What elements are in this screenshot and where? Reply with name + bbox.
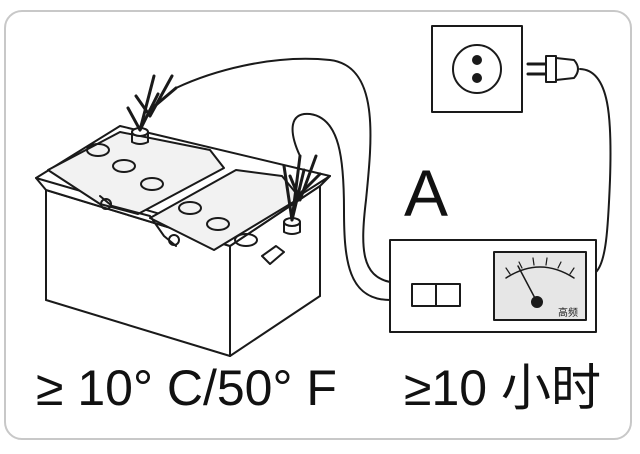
clamp-icon xyxy=(126,74,178,132)
clamp-icon xyxy=(282,154,322,222)
diagram-label-a: A xyxy=(404,156,449,230)
gauge-icon xyxy=(493,251,587,321)
clamp-cable-1 xyxy=(175,57,391,283)
charger-icon xyxy=(389,239,597,333)
plug-icon xyxy=(526,55,579,83)
clamp-cable-2 xyxy=(291,112,391,301)
temperature-requirement: ≥ 10° C/50° F xyxy=(36,360,337,416)
battery-terminals xyxy=(131,127,301,235)
gauge-label: 高频 xyxy=(558,308,578,319)
battery-icon xyxy=(35,125,331,357)
wall-socket-icon xyxy=(431,25,523,113)
charge-duration: ≥10 小时 xyxy=(404,360,601,416)
power-cable xyxy=(579,68,612,273)
